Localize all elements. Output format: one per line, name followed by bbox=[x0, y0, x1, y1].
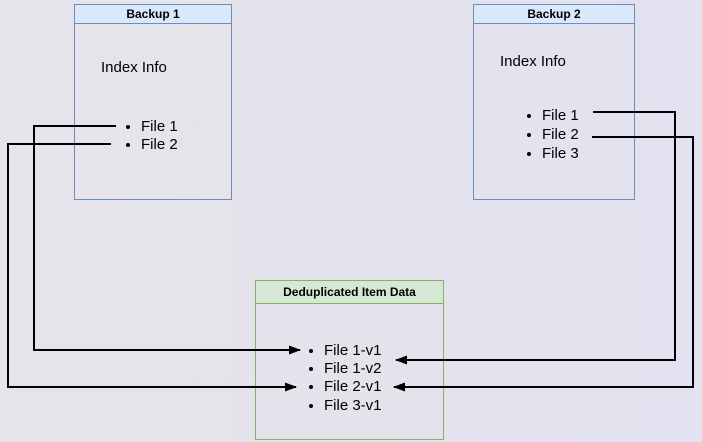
dedup-box: Deduplicated Item Data File 1-v1 File 1-… bbox=[255, 280, 444, 440]
backup2-header: Backup 2 bbox=[474, 5, 634, 24]
list-item: File 3 bbox=[542, 144, 579, 163]
list-item: File 2 bbox=[141, 136, 178, 154]
backup2-index-info-label: Index Info bbox=[500, 53, 566, 70]
list-item: File 1-v1 bbox=[324, 342, 382, 360]
list-item: File 3-v1 bbox=[324, 397, 382, 415]
backup2-title: Backup 2 bbox=[527, 7, 581, 21]
list-item: File 2-v1 bbox=[324, 378, 382, 396]
dedup-file-list: File 1-v1 File 1-v2 File 2-v1 File 3-v1 bbox=[306, 342, 382, 415]
list-item: File 2 bbox=[542, 125, 579, 144]
backup1-file-list: File 1 File 2 bbox=[123, 118, 178, 154]
backup1-title: Backup 1 bbox=[126, 7, 180, 21]
dedup-title: Deduplicated Item Data bbox=[283, 285, 416, 299]
backup2-file-list: File 1 File 2 File 3 bbox=[524, 106, 579, 163]
backup1-box: Backup 1 Index Info File 1 File 2 bbox=[74, 4, 232, 200]
dedup-header: Deduplicated Item Data bbox=[256, 281, 443, 304]
list-item: File 1 bbox=[542, 106, 579, 125]
backup1-header: Backup 1 bbox=[75, 5, 231, 24]
backup2-box: Backup 2 Index Info File 1 File 2 File 3 bbox=[473, 4, 635, 200]
list-item: File 1-v2 bbox=[324, 360, 382, 378]
backup1-index-info-label: Index Info bbox=[101, 59, 167, 76]
list-item: File 1 bbox=[141, 118, 178, 136]
